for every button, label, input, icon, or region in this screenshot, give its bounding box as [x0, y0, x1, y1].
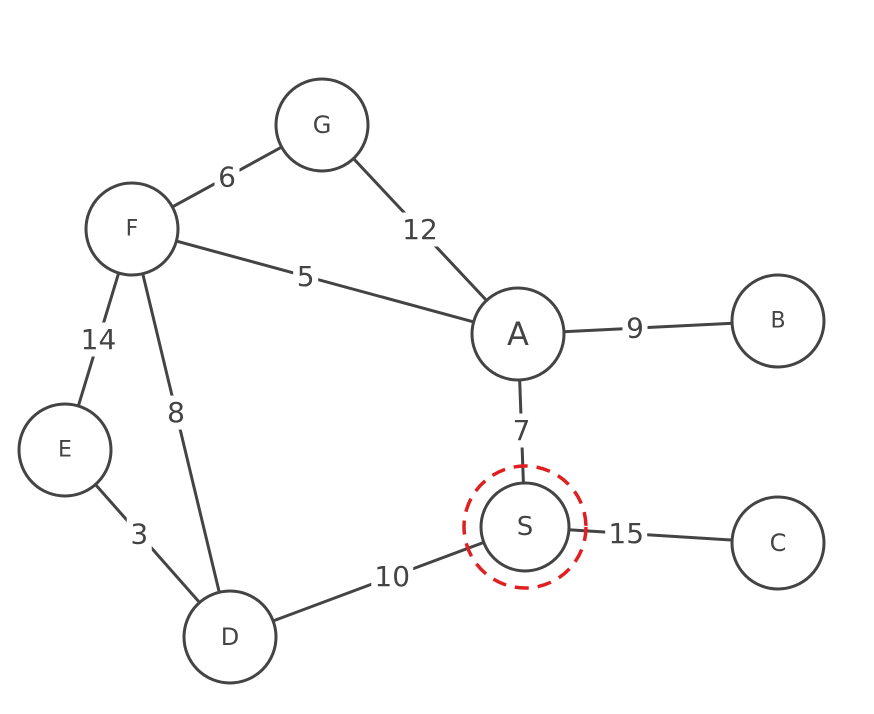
node-label-f: F	[126, 217, 139, 242]
edge-weight-bg	[163, 395, 189, 430]
edge-weight-a-b: 9	[626, 312, 644, 345]
edge-weights-layer: 6 12 5 14 8 9 7 3 10 15	[77, 160, 648, 594]
edge-f-a	[130, 227, 520, 336]
node-c: C	[730, 495, 826, 591]
edge-weight-f-d: 8	[167, 396, 185, 429]
node-circle	[17, 402, 113, 498]
edge-weight-bg	[77, 322, 120, 357]
edge-weight-bg	[371, 559, 414, 594]
edge-f-d	[130, 227, 232, 639]
node-s: S	[462, 464, 588, 590]
node-b: B	[730, 273, 826, 369]
edge-weight-f-e: 14	[81, 323, 117, 356]
node-label-s: S	[517, 512, 534, 542]
node-e: E	[17, 402, 113, 498]
edge-weight-bg	[126, 517, 152, 552]
edge-weight-e-d: 3	[130, 518, 148, 551]
node-circle	[479, 481, 571, 573]
edge-weight-bg	[214, 160, 240, 194]
edge-weight-d-s: 10	[374, 560, 410, 593]
node-label-e: E	[58, 438, 72, 463]
edge-weight-bg	[293, 259, 319, 294]
edge-weight-bg	[399, 212, 441, 247]
edge-weight-bg	[605, 516, 648, 551]
node-label-g: G	[313, 111, 332, 139]
node-circle	[470, 286, 566, 382]
node-circle	[274, 77, 370, 173]
edge-weight-a-s: 7	[513, 414, 531, 447]
nodes-layer: G F A B E S C D	[17, 77, 826, 685]
node-circle	[730, 495, 826, 591]
node-circle	[182, 589, 278, 685]
edge-weight-s-c: 15	[608, 517, 644, 550]
edge-weight-f-a: 5	[297, 260, 315, 293]
node-a: A	[470, 286, 566, 382]
node-d: D	[182, 589, 278, 685]
edges-layer	[63, 123, 780, 639]
node-label-b: B	[770, 309, 785, 334]
edge-weight-bg	[509, 413, 534, 448]
edge-weight-bg	[622, 311, 648, 346]
node-circle	[84, 181, 180, 277]
node-label-d: D	[221, 623, 239, 651]
edge-weight-g-a: 12	[402, 213, 438, 246]
node-g: G	[274, 77, 370, 173]
source-highlight-ring	[462, 464, 588, 590]
node-label-a: A	[507, 315, 529, 353]
node-f: F	[84, 181, 180, 277]
node-circle	[730, 273, 826, 369]
node-label-c: C	[770, 529, 787, 557]
edge-weight-f-g: 6	[218, 161, 236, 194]
